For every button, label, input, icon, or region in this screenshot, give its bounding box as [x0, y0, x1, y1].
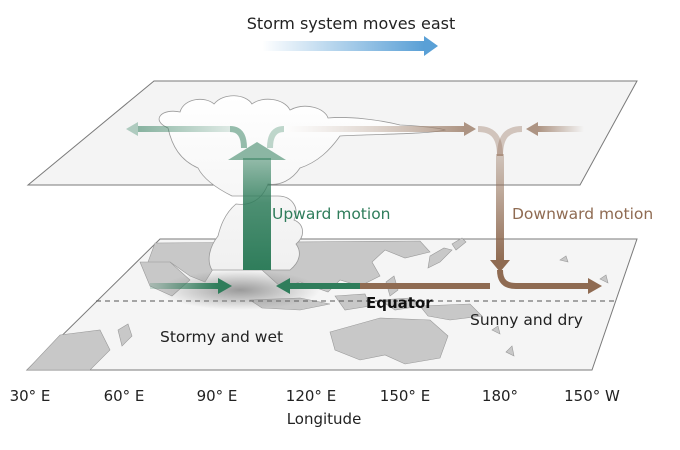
upper-arrows [126, 122, 584, 157]
tick-label: 180° [482, 387, 518, 405]
upward-motion-arrow [228, 142, 286, 270]
tick-label: 150° W [564, 387, 620, 405]
downward-motion-arrow [490, 154, 510, 272]
title: Storm system moves east [247, 14, 455, 33]
longitude-axis: 30° E 60° E 90° E 120° E 150° E 180° 150… [10, 387, 620, 428]
upward-motion-label: Upward motion [272, 205, 391, 223]
tick-label: 90° E [197, 387, 238, 405]
stormy-label: Stormy and wet [160, 328, 283, 346]
sunny-label: Sunny and dry [470, 311, 583, 329]
surface-arrows [150, 269, 602, 294]
tick-label: 30° E [10, 387, 51, 405]
tick-label: 120° E [286, 387, 336, 405]
storm-cloud [158, 95, 447, 271]
surface-plane [25, 237, 638, 371]
tick-label: 150° E [380, 387, 430, 405]
tick-label: 60° E [104, 387, 145, 405]
equator-label: Equator [366, 294, 433, 312]
axis-title: Longitude [287, 410, 362, 428]
storm-shadow [160, 270, 320, 310]
downward-motion-label: Downward motion [512, 205, 653, 223]
title-arrow [262, 36, 438, 56]
